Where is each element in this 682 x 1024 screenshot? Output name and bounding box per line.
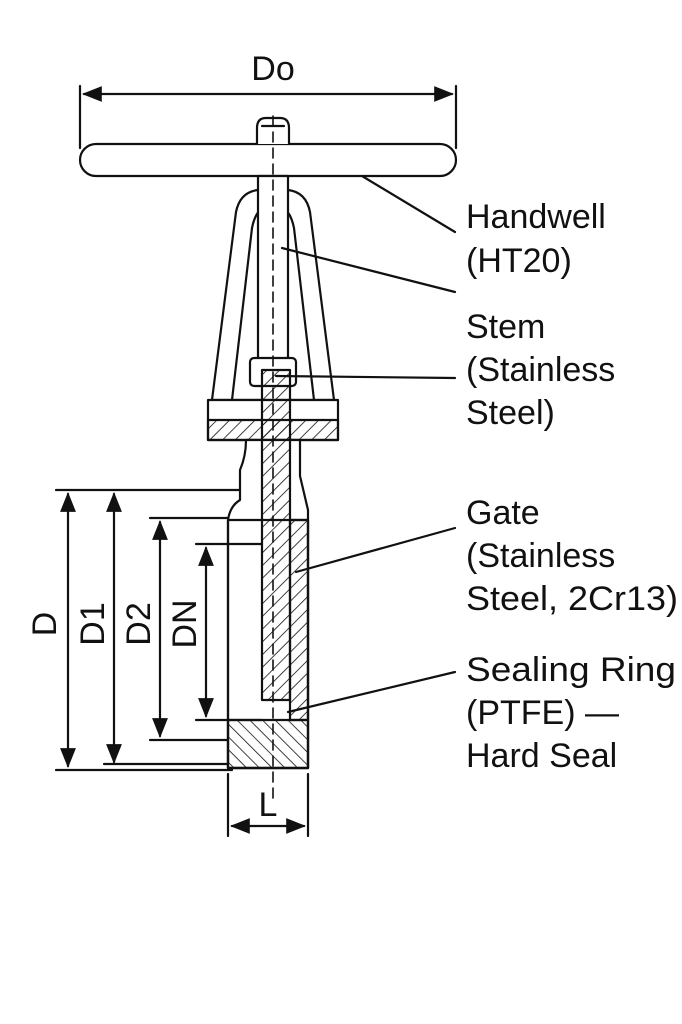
leader-stem xyxy=(280,246,457,294)
dimension-label-l: L xyxy=(259,786,278,824)
callout-gate-line3: Steel, 2Cr13) xyxy=(466,580,678,618)
dimension-label-d2: D2 xyxy=(120,602,158,645)
dimension-label-do: Do xyxy=(251,50,294,88)
dimension-l xyxy=(226,772,310,838)
dimension-label-d: D xyxy=(26,612,64,637)
handwheel xyxy=(78,116,458,178)
dimension-label-dn: DN xyxy=(166,599,204,648)
callout-stem-line2: (Stainless xyxy=(466,351,615,389)
callout-gate-line2: (Stainless xyxy=(466,537,615,575)
callout-gate-line1: Gate xyxy=(466,494,540,532)
dimension-dn xyxy=(194,542,264,722)
leader-sealing-ring xyxy=(286,670,457,714)
dimension-do xyxy=(78,84,458,150)
callout-handwheel-line1: Handwell xyxy=(466,198,606,236)
leader-stem-lower xyxy=(274,374,457,380)
dimension-d1 xyxy=(102,492,230,766)
dimension-d2 xyxy=(148,516,230,742)
callout-stem-line3: Steel) xyxy=(466,394,555,432)
callout-sealing-line3: Hard Seal xyxy=(466,737,617,775)
callout-handwheel-line2: (HT20) xyxy=(466,242,572,280)
dimension-d xyxy=(54,488,242,772)
callout-sealing-line1: Sealing Ring xyxy=(466,651,676,689)
callout-sealing-line2: (PTFE) — xyxy=(466,694,619,732)
dimension-label-d1: D1 xyxy=(74,602,112,645)
callout-stem-line1: Stem xyxy=(466,308,545,346)
leader-handwheel xyxy=(360,174,457,234)
gate xyxy=(260,368,292,702)
leader-gate xyxy=(294,526,457,574)
